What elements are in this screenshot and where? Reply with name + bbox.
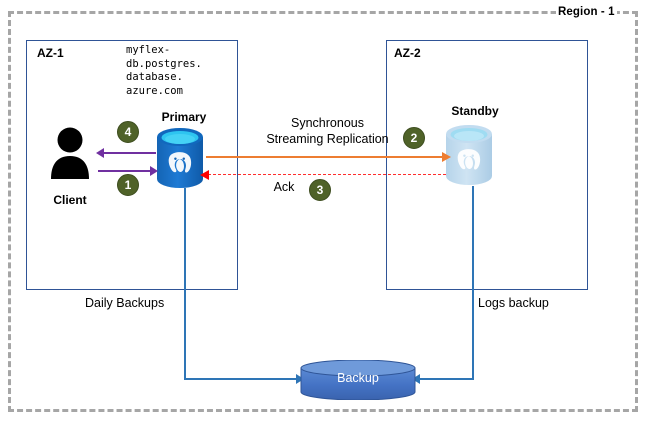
- primary-hostname-text: myflex- db.postgres. database. azure.com: [126, 44, 202, 97]
- client-label: Client: [53, 193, 87, 207]
- ack-arrow-line: [208, 174, 446, 175]
- logs-backup-label: Logs backup: [478, 296, 549, 310]
- region-boundary: [8, 11, 638, 412]
- logs-backup-connector-vertical: [472, 186, 474, 380]
- user-icon: [48, 127, 92, 179]
- primary-label: Primary: [161, 110, 207, 124]
- daily-backups-label: Daily Backups: [85, 296, 165, 310]
- region-label: Region - 1: [556, 6, 617, 18]
- client-to-primary-arrowhead: [150, 166, 158, 176]
- step-badge-4: 4: [117, 121, 139, 143]
- logs-backup-arrowhead: [412, 374, 420, 384]
- ack-label: Ack: [273, 180, 295, 194]
- replication-arrowhead: [442, 152, 451, 162]
- replication-label: Synchronous Streaming Replication: [266, 116, 389, 146]
- primary-to-client-arrow-line: [98, 152, 156, 154]
- client-to-primary-arrow-line: [98, 170, 156, 172]
- daily-backup-connector-horizontal: [184, 378, 299, 380]
- step-badge-3: 3: [309, 179, 331, 201]
- availability-zone-2-label: AZ-2: [394, 46, 421, 60]
- logs-backup-connector-horizontal: [418, 378, 474, 380]
- ack-arrowhead: [200, 170, 209, 180]
- postgres-database-icon-primary: [155, 127, 205, 189]
- backup-cylinder-icon: [300, 359, 416, 401]
- availability-zone-1-label: AZ-1: [37, 46, 64, 60]
- step-badge-1: 1: [117, 174, 139, 196]
- replication-arrow-line: [206, 156, 446, 158]
- standby-label: Standby: [451, 104, 499, 118]
- step-badge-2: 2: [403, 127, 425, 149]
- daily-backup-arrowhead: [296, 374, 304, 384]
- postgres-database-icon-standby: [444, 124, 494, 186]
- primary-to-client-arrowhead: [96, 148, 104, 158]
- daily-backup-connector-vertical: [184, 188, 186, 380]
